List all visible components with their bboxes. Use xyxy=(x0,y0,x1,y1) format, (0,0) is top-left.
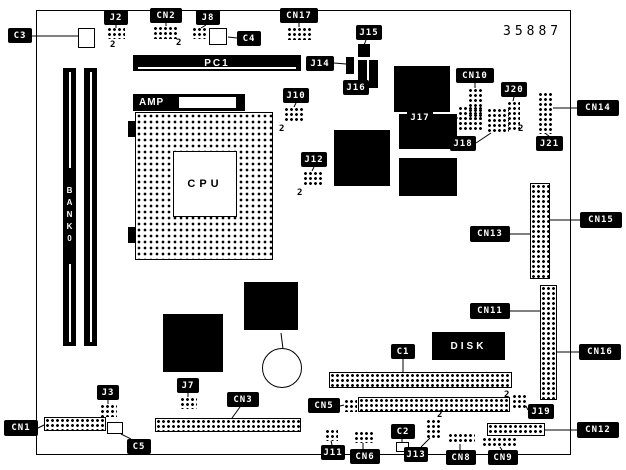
callout-cn12: CN12 xyxy=(577,422,619,438)
component-block xyxy=(369,60,378,88)
callout-c3: C3 xyxy=(8,28,32,43)
chip xyxy=(163,314,223,372)
callout-j16: J16 xyxy=(343,80,369,95)
connector-cn16 xyxy=(540,285,557,400)
callout-c4: C4 xyxy=(237,31,261,46)
chip xyxy=(399,158,457,196)
component-block xyxy=(358,60,367,88)
amp-inner-block xyxy=(179,97,236,108)
pin2-marker: 2 xyxy=(176,38,182,48)
chip xyxy=(244,282,298,330)
callout-j11: J11 xyxy=(321,445,345,460)
connector-j2 xyxy=(107,27,125,39)
callout-j20: J20 xyxy=(501,82,527,97)
component-c3 xyxy=(78,28,95,48)
callout-j3: J3 xyxy=(97,385,119,400)
connector-j11 xyxy=(325,429,338,441)
callout-j19: J19 xyxy=(528,404,554,419)
pc1-slot: PC1 xyxy=(133,55,301,71)
connector-c1 xyxy=(329,372,512,388)
connector-j19 xyxy=(512,394,528,408)
callout-j15: J15 xyxy=(356,25,382,40)
callout-cn14: CN14 xyxy=(577,100,619,116)
callout-j13: J13 xyxy=(404,447,428,462)
connector-j17 xyxy=(458,106,484,132)
connector-cn6 xyxy=(354,431,374,443)
callout-j17: J17 xyxy=(407,110,433,125)
callout-cn13: CN13 xyxy=(470,226,510,242)
chip xyxy=(334,130,390,186)
callout-j10: J10 xyxy=(283,88,309,103)
connector-cn9 xyxy=(482,437,516,447)
callout-cn16: CN16 xyxy=(579,344,621,360)
bank0-label: BANK0 xyxy=(63,168,76,264)
part-number: 35887 xyxy=(503,24,563,39)
chip xyxy=(394,66,450,112)
connector-j7 xyxy=(180,397,197,409)
callout-j7: J7 xyxy=(177,378,199,393)
component-block xyxy=(358,44,370,57)
callout-j2: J2 xyxy=(104,10,128,25)
connector-mid-strip xyxy=(358,397,510,412)
connector-cn15 xyxy=(530,183,550,279)
connector-cn3 xyxy=(155,418,301,432)
pin2-marker: 2 xyxy=(504,390,510,400)
callout-cn1: CN1 xyxy=(4,420,38,436)
pin2-marker: 2 xyxy=(437,410,443,420)
connector-cn17 xyxy=(287,27,311,40)
callout-cn8: CN8 xyxy=(446,450,476,465)
connector-j12 xyxy=(303,171,323,187)
connector-j3 xyxy=(100,404,117,417)
pin2-marker: 2 xyxy=(518,124,524,134)
connector-cn14 xyxy=(538,92,553,134)
pc1-label: PC1 xyxy=(204,57,230,69)
callout-j12: J12 xyxy=(301,152,327,167)
battery-component xyxy=(262,348,302,388)
callout-j18: J18 xyxy=(450,136,476,151)
callout-cn11: CN11 xyxy=(470,303,510,319)
callout-cn5: CN5 xyxy=(308,398,340,413)
connector-j13 xyxy=(426,419,440,438)
component-c4 xyxy=(209,28,227,45)
cpu-socket: CPU xyxy=(128,112,273,260)
connector-j10 xyxy=(284,107,304,123)
callout-j14: J14 xyxy=(306,56,334,71)
pin2-marker: 2 xyxy=(279,124,285,134)
connector-cn5 xyxy=(344,399,357,412)
callout-c5: C5 xyxy=(127,439,151,454)
callout-cn10: CN10 xyxy=(456,68,494,83)
callout-cn3: CN3 xyxy=(227,392,259,407)
callout-c1: C1 xyxy=(391,344,415,359)
callout-cn9: CN9 xyxy=(488,450,518,465)
pin2-marker: 2 xyxy=(110,40,116,50)
callout-c2: C2 xyxy=(391,424,415,439)
callout-cn17: CN17 xyxy=(280,8,318,23)
callout-j21: J21 xyxy=(536,136,563,151)
disk-module: DISK xyxy=(432,332,505,360)
connector-cn2 xyxy=(153,26,179,39)
socket-lever-tab xyxy=(128,227,135,243)
amp-label: AMP xyxy=(139,97,165,108)
connector-cn12 xyxy=(487,423,545,436)
memory-slot-bank0-2 xyxy=(84,68,97,346)
callout-cn6: CN6 xyxy=(350,449,380,464)
connector-j18 xyxy=(487,108,509,134)
connector-j20 xyxy=(507,101,520,131)
pc1-slot-groove xyxy=(138,67,296,69)
callout-cn15: CN15 xyxy=(580,212,622,228)
cpu-label: CPU xyxy=(173,151,237,217)
callout-j8: J8 xyxy=(196,10,220,25)
component-c5 xyxy=(107,422,123,434)
connector-cn8 xyxy=(448,433,475,444)
connector-cn1 xyxy=(44,417,106,431)
connector-j8 xyxy=(192,27,208,39)
socket-lever-tab xyxy=(128,121,135,137)
amp-component: AMP xyxy=(133,94,245,111)
callout-cn2: CN2 xyxy=(150,8,182,23)
pin2-marker: 2 xyxy=(297,188,303,198)
component-block xyxy=(346,57,354,74)
